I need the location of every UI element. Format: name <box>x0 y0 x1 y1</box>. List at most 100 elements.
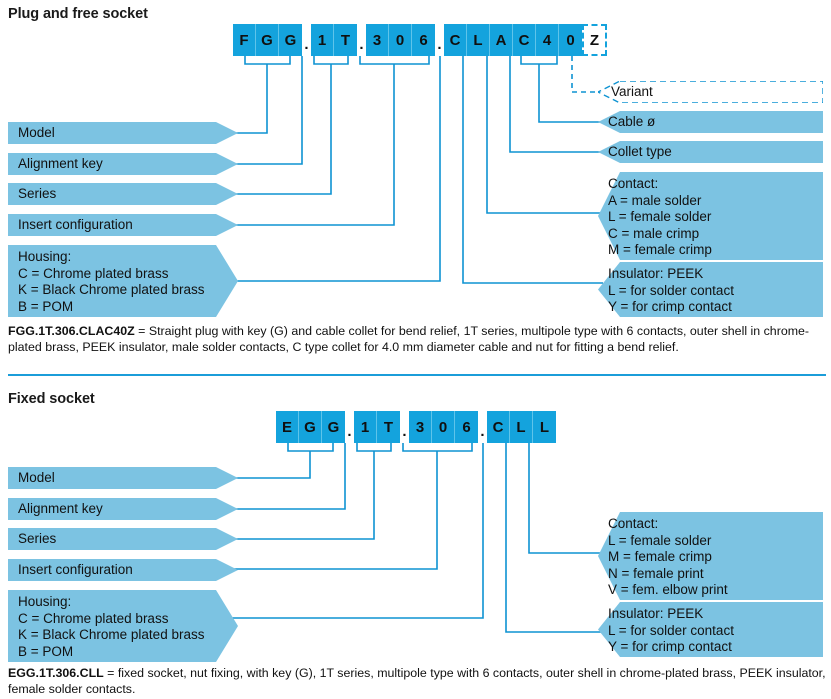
label-collet-type-plug: Collet type <box>598 141 823 163</box>
code-separator: . <box>480 423 485 440</box>
banner-shape <box>598 141 823 163</box>
caption-fixed: EGG.1T.306.CLL = fixed socket, nut fixin… <box>8 666 826 697</box>
banner-shape <box>8 122 238 144</box>
banner-shape <box>8 467 238 489</box>
caption-code-plug: FGG.1T.306.CLAC40Z <box>8 324 135 338</box>
banner-text: Cable ø <box>608 113 656 129</box>
banner-text: Housing: C = Chrome plated brass K = Bla… <box>18 249 205 314</box>
label-series-plug: Series <box>8 183 238 205</box>
label-contact-fixed: Contact: L = female solder M = female cr… <box>598 512 823 600</box>
code-char: G <box>284 31 297 49</box>
banner-shape <box>8 559 238 581</box>
banner-shape <box>8 245 238 317</box>
code-char: C <box>444 24 467 56</box>
code-char: 0 <box>432 411 455 443</box>
code-char: 4 <box>536 24 559 56</box>
section-title-fixed: Fixed socket <box>8 391 95 407</box>
label-alignment-key-plug: Alignment key <box>8 153 238 175</box>
caption-text-fixed: = fixed socket, nut fixing, with key (G)… <box>8 666 826 696</box>
banner-text: Model <box>18 469 55 485</box>
code-char: 3 <box>366 24 389 56</box>
section-divider <box>8 374 826 376</box>
label-insulator-plug: Insulator: PEEK L = for solder contact Y… <box>598 262 823 317</box>
code-char: G <box>299 411 322 443</box>
code-separator: . <box>347 423 352 440</box>
banner-text: Model <box>18 124 55 140</box>
banner-text: Housing: C = Chrome plated brass K = Bla… <box>18 594 205 659</box>
code-char: L <box>510 411 533 443</box>
label-cable-diameter-plug: Cable ø <box>598 111 823 133</box>
caption-text-plug: = Straight plug with key (G) and cable c… <box>8 324 810 354</box>
code-separator: . <box>304 36 309 53</box>
banner-text: Insulator: PEEK L = for solder contact Y… <box>608 606 734 654</box>
code-char: A <box>490 24 513 56</box>
section-title-plug: Plug and free socket <box>8 6 148 22</box>
code-char: 3 <box>409 411 432 443</box>
banner-shape <box>8 498 238 520</box>
label-model-fixed: Model <box>8 467 238 489</box>
banner-text: Insulator: PEEK L = for solder contact Y… <box>608 266 734 314</box>
caption-code-fixed: EGG.1T.306.CLL <box>8 666 104 680</box>
banner-shape <box>598 262 823 317</box>
code-char: T <box>383 418 394 436</box>
label-insert-configuration-plug: Insert configuration <box>8 214 238 236</box>
label-insulator-fixed: Insulator: PEEK L = for solder contact Y… <box>598 602 823 657</box>
label-contact-plug: Contact: A = male solder L = female sold… <box>598 172 823 260</box>
caption-plug: FGG.1T.306.CLAC40Z = Straight plug with … <box>8 324 826 355</box>
code-char: 0 <box>566 31 575 49</box>
banner-shape <box>8 528 238 550</box>
code-char: G <box>256 24 279 56</box>
code-char-variant: Z <box>582 24 607 56</box>
banner-shape <box>598 111 823 133</box>
banner-shape <box>598 602 823 657</box>
code-char: F <box>233 24 256 56</box>
code-char: T <box>340 31 351 49</box>
label-housing-fixed: Housing: C = Chrome plated brass K = Bla… <box>8 590 238 662</box>
banner-shape <box>8 214 238 236</box>
code-char: E <box>276 411 299 443</box>
banner-shape <box>598 512 823 600</box>
label-alignment-key-fixed: Alignment key <box>8 498 238 520</box>
banner-shape <box>598 81 823 103</box>
banner-text: Alignment key <box>18 155 103 171</box>
banner-shape <box>8 590 238 662</box>
banner-text: Contact: L = female solder M = female cr… <box>608 516 728 597</box>
label-variant-plug: Variant <box>598 81 823 103</box>
code-char: 1 <box>311 24 334 56</box>
code-char: G <box>327 418 340 436</box>
banner-text: Alignment key <box>18 500 103 516</box>
banner-text: Variant <box>611 83 653 99</box>
label-model-plug: Model <box>8 122 238 144</box>
code-char: C <box>487 411 510 443</box>
code-separator: . <box>402 423 407 440</box>
banner-shape <box>8 153 238 175</box>
banner-text: Series <box>18 185 57 201</box>
label-housing-plug: Housing: C = Chrome plated brass K = Bla… <box>8 245 238 317</box>
code-char: C <box>513 24 536 56</box>
banner-shape <box>8 183 238 205</box>
code-char: 1 <box>354 411 377 443</box>
banner-text: Series <box>18 530 57 546</box>
label-insert-configuration-fixed: Insert configuration <box>8 559 238 581</box>
banner-text: Insert configuration <box>18 561 133 577</box>
code-char: 6 <box>419 31 428 49</box>
code-separator: . <box>437 36 442 53</box>
code-char: 6 <box>462 418 471 436</box>
label-series-fixed: Series <box>8 528 238 550</box>
banner-text: Insert configuration <box>18 216 133 232</box>
banner-text: Collet type <box>608 143 672 159</box>
banner-text: Contact: A = male solder L = female sold… <box>608 176 712 257</box>
code-char: L <box>467 24 490 56</box>
code-separator: . <box>359 36 364 53</box>
